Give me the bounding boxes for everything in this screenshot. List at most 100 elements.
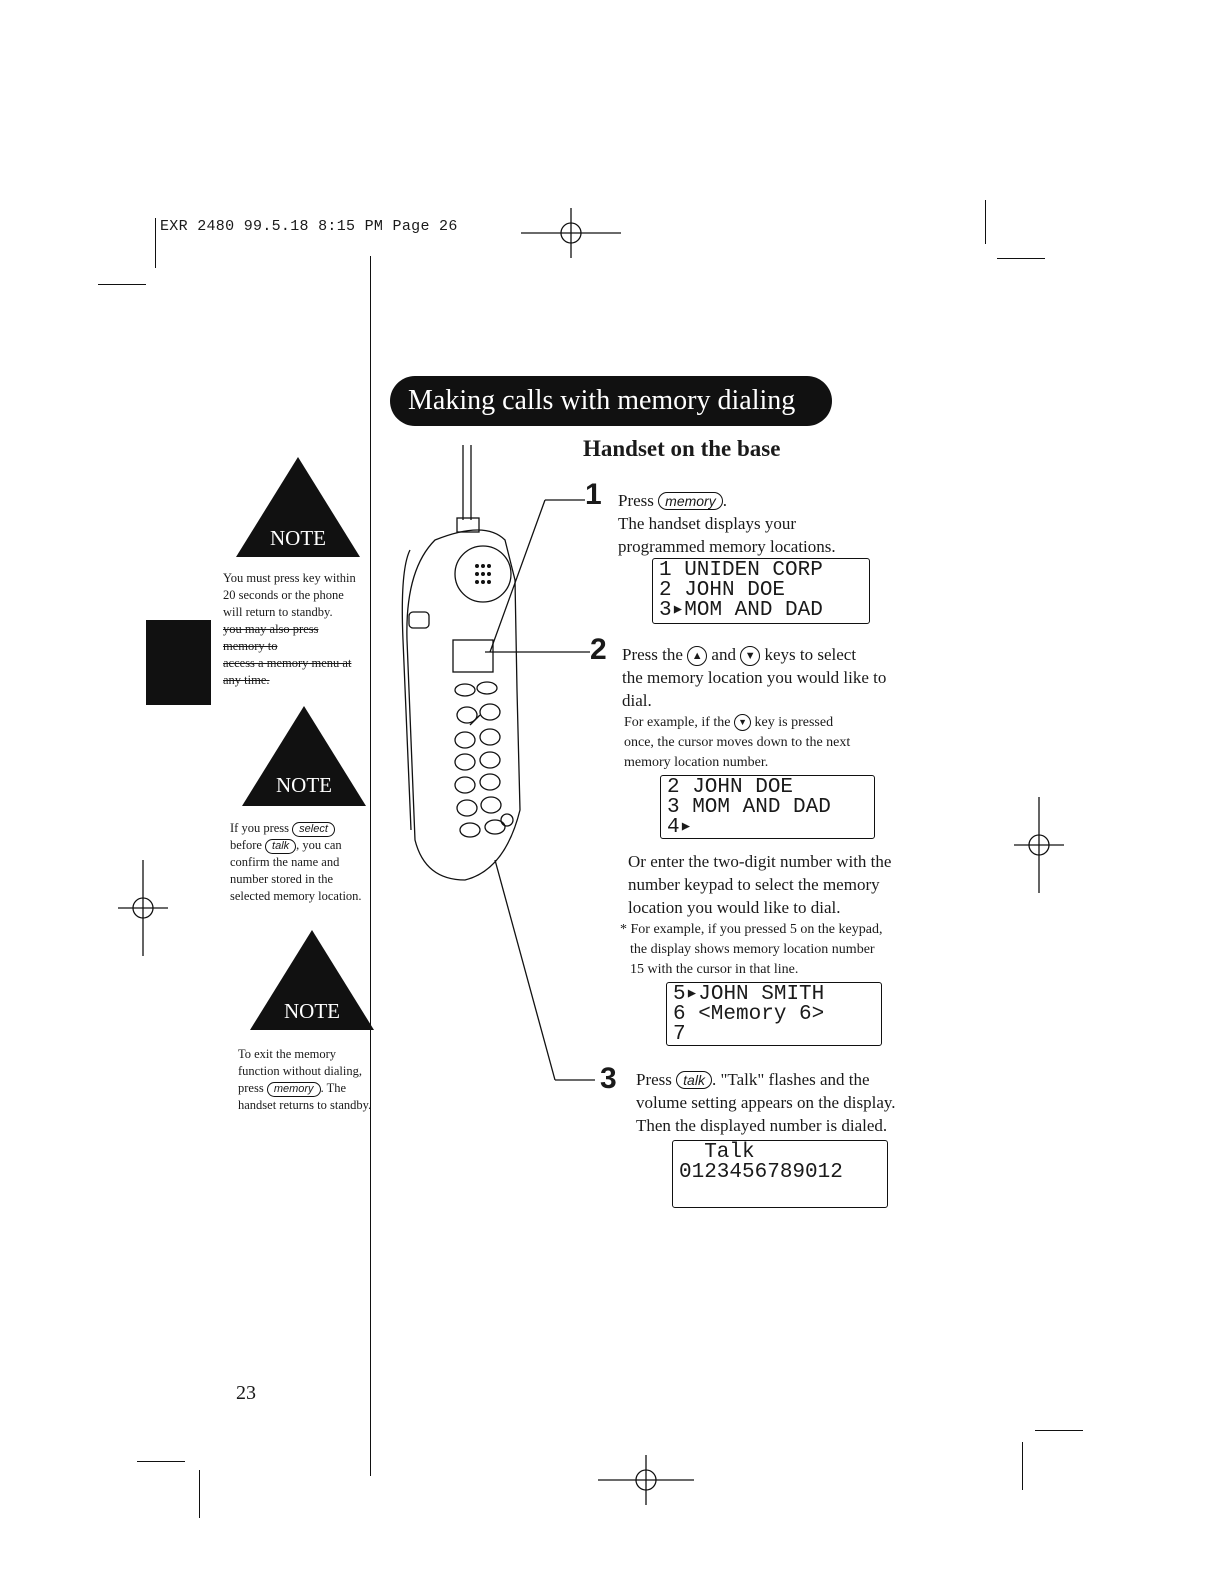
crop-mark — [98, 284, 146, 285]
down-arrow-key-icon: ▼ — [740, 646, 761, 667]
note-3-text: To exit the memory function without dial… — [238, 1046, 378, 1114]
step-2-example: For example, if the ▼ key is pressed onc… — [624, 713, 944, 773]
step-text: For example, if you pressed 5 on the key… — [630, 922, 883, 937]
note-line: 20 seconds or the phone — [223, 588, 344, 602]
step-text: Then the displayed number is dialed. — [636, 1116, 888, 1135]
note-line: number stored in the — [230, 872, 334, 886]
step-text: For example, if the — [624, 715, 731, 730]
step-text: The handset displays your — [618, 514, 796, 533]
section-banner: Making calls with memory dialing — [390, 376, 832, 426]
note-warning-icon: NOTE — [236, 457, 360, 557]
step-text: and — [711, 645, 736, 664]
crop-mark — [199, 1470, 200, 1518]
page-number: 23 — [236, 1382, 256, 1404]
note-line-struck: access a memory menu at — [223, 656, 352, 670]
lcd-line: 2 JOHN DOE — [659, 579, 786, 602]
registration-mark — [118, 860, 168, 956]
lcd-line: 2 JOHN DOE — [667, 776, 794, 799]
note-text: press — [238, 1081, 264, 1095]
note-label: NOTE — [276, 773, 332, 797]
step-2-alt-text: Or enter the two-digit number with the n… — [628, 850, 958, 919]
down-arrow-key-icon: ▼ — [734, 714, 752, 732]
step-text: key is pressed — [754, 715, 834, 730]
column-divider — [370, 256, 371, 1476]
step-text: . "Talk" flashes and the — [711, 1070, 870, 1089]
talk-key-icon: talk — [265, 839, 297, 854]
step-text: 15 with the cursor in that line. — [630, 962, 799, 977]
step-text: Press the — [622, 645, 683, 664]
step-1-text: Press memory. The handset displays your … — [618, 489, 958, 558]
select-key-icon: select — [292, 822, 335, 837]
note-warning-icon: NOTE — [250, 930, 374, 1030]
step-text: Press — [636, 1070, 672, 1089]
step-3-number: 3 — [600, 1062, 617, 1095]
note-text: , you can — [296, 838, 342, 852]
note-line: will return to standby. — [223, 605, 333, 619]
step-text: the display shows memory location number — [630, 942, 875, 957]
lcd-line: 1 UNIDEN CORP — [659, 559, 823, 582]
note-warning-icon: NOTE — [242, 706, 366, 806]
note-text: before — [230, 838, 262, 852]
subsection-heading: Handset on the base — [583, 436, 781, 461]
lcd-line: 5▸JOHN SMITH — [673, 983, 825, 1006]
note-label: NOTE — [270, 526, 326, 550]
lcd-display-3: 5▸JOHN SMITH 6 <Memory 6> 7 — [666, 982, 882, 1046]
lcd-line: 3 MOM AND DAD — [667, 796, 831, 819]
lcd-line: 6 <Memory 6> — [673, 1003, 825, 1026]
note-label: NOTE — [284, 999, 340, 1023]
step-text: the memory location you would like to — [622, 668, 887, 688]
note-1-text: You must press key within 20 seconds or … — [223, 570, 363, 689]
step-2-text: Press the ▲ and ▼ keys to select the mem… — [622, 643, 962, 712]
note-line: function without dialing, — [238, 1064, 362, 1078]
crop-mark — [985, 200, 986, 244]
crop-mark — [1022, 1442, 1023, 1490]
step-text: memory location number. — [624, 755, 769, 770]
talk-key-icon: talk — [676, 1071, 712, 1089]
memory-key-icon: memory — [266, 1082, 321, 1097]
note-line: To exit the memory — [238, 1047, 337, 1061]
step-text: location you would like to dial. — [628, 898, 841, 917]
section-tab — [146, 620, 211, 705]
memory-key-icon: memory — [658, 492, 723, 510]
note-line-struck: you may also press memory to — [223, 622, 319, 653]
note-line: handset returns to standby. — [238, 1098, 372, 1112]
up-arrow-key-icon: ▲ — [687, 646, 708, 667]
note-text: . The — [320, 1081, 347, 1095]
crop-mark — [155, 218, 156, 268]
crop-mark — [1035, 1430, 1083, 1431]
crop-mark — [997, 258, 1045, 259]
step-2-example-2: * For example, if you pressed 5 on the k… — [620, 920, 950, 980]
step-1-number: 1 — [585, 478, 602, 511]
step-text: . — [722, 491, 727, 510]
step-text: Press — [618, 491, 654, 510]
registration-mark — [598, 1455, 694, 1505]
note-line-struck: any time. — [223, 673, 270, 687]
crop-mark — [137, 1461, 185, 1462]
lcd-display-1: 1 UNIDEN CORP 2 JOHN DOE 3▸MOM AND DAD — [652, 558, 870, 624]
step-text: dial. — [622, 691, 652, 711]
lcd-line: Talk — [679, 1141, 755, 1164]
handset-illustration — [401, 445, 595, 1081]
step-text: once, the cursor moves down to the next — [624, 735, 851, 750]
note-line: You must press key within — [223, 571, 356, 585]
lcd-display-2: 2 JOHN DOE 3 MOM AND DAD 4▸ — [660, 775, 875, 839]
step-text: Or enter the two-digit number with the — [628, 852, 892, 871]
step-3-text: Press talk. "Talk" flashes and the volum… — [636, 1068, 956, 1137]
note-line: confirm the name and — [230, 855, 340, 869]
note-2-text: If you press select before talk, you can… — [230, 820, 370, 905]
step-text: keys to select — [764, 645, 857, 664]
lcd-line: 4▸ — [667, 816, 693, 839]
registration-mark — [521, 208, 621, 258]
step-2-number: 2 — [590, 633, 607, 666]
step-text: number keypad to select the memory — [628, 875, 880, 894]
step-text: programmed memory locations. — [618, 537, 836, 556]
note-text: If you press — [230, 821, 290, 835]
lcd-line: 0123456789012 — [679, 1161, 843, 1184]
registration-mark — [1014, 797, 1064, 893]
print-header: EXR 2480 99.5.18 8:15 PM Page 26 — [160, 218, 458, 235]
note-line: selected memory location. — [230, 889, 362, 903]
lcd-display-4: Talk 0123456789012 — [672, 1140, 888, 1208]
step-text: volume setting appears on the display. — [636, 1093, 896, 1112]
lcd-line: 3▸MOM AND DAD — [659, 599, 823, 622]
lcd-line: 7 — [673, 1023, 686, 1046]
